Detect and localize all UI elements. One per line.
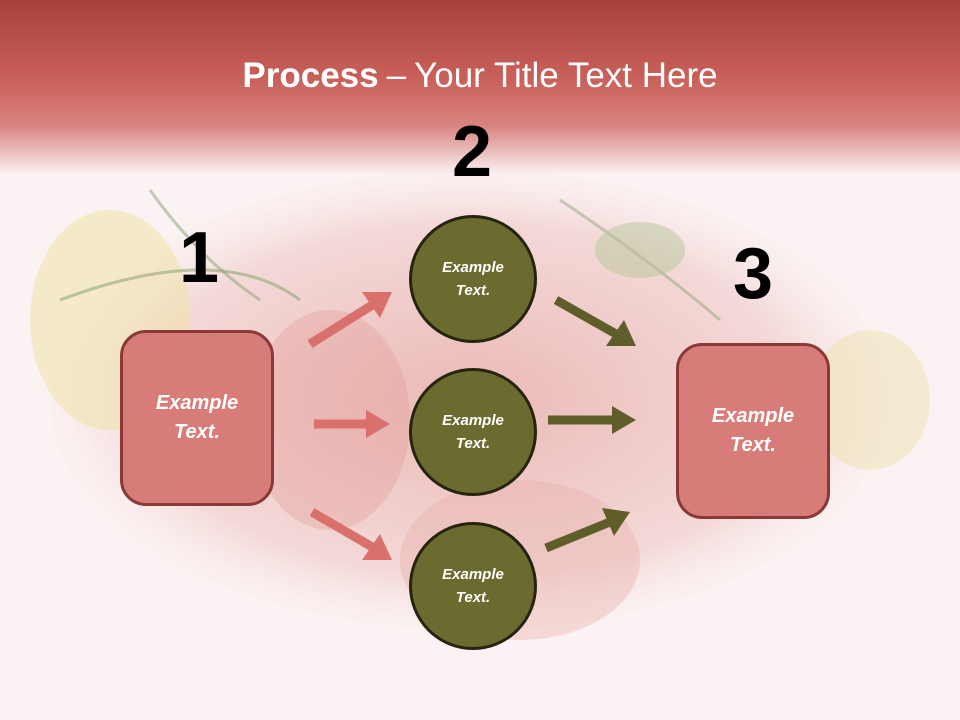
middle-node-1-label: Example Text. — [442, 259, 504, 299]
title-bold: Process — [242, 56, 379, 95]
middle-node-1: Example Text. — [409, 215, 537, 343]
step-number-3: 3 — [732, 234, 774, 314]
arrow-left-up — [307, 292, 392, 348]
arrow-right-down — [553, 296, 636, 346]
page-title: Process–Your Title Text Here — [0, 54, 960, 98]
middle-node-3-label: Example Text. — [442, 566, 504, 606]
arrow-right-mid — [548, 406, 636, 434]
arrow-left-down — [309, 508, 392, 560]
step-number-2: 2 — [451, 112, 493, 192]
step-3-label: Example Text. — [711, 405, 795, 456]
middle-node-2: Example Text. — [409, 368, 537, 496]
middle-node-2-label: Example Text. — [442, 412, 504, 452]
arrow-right-up — [544, 508, 630, 553]
step-1-label: Example Text. — [155, 392, 239, 443]
step-1-box: Example Text. — [120, 330, 274, 506]
step-number-1: 1 — [178, 218, 220, 298]
arrow-left-mid — [314, 410, 390, 438]
middle-node-3: Example Text. — [409, 522, 537, 650]
title-separator: – — [386, 56, 407, 95]
title-rest: Your Title Text Here — [414, 56, 718, 95]
title-banner — [0, 0, 960, 175]
step-3-box: Example Text. — [676, 343, 830, 519]
